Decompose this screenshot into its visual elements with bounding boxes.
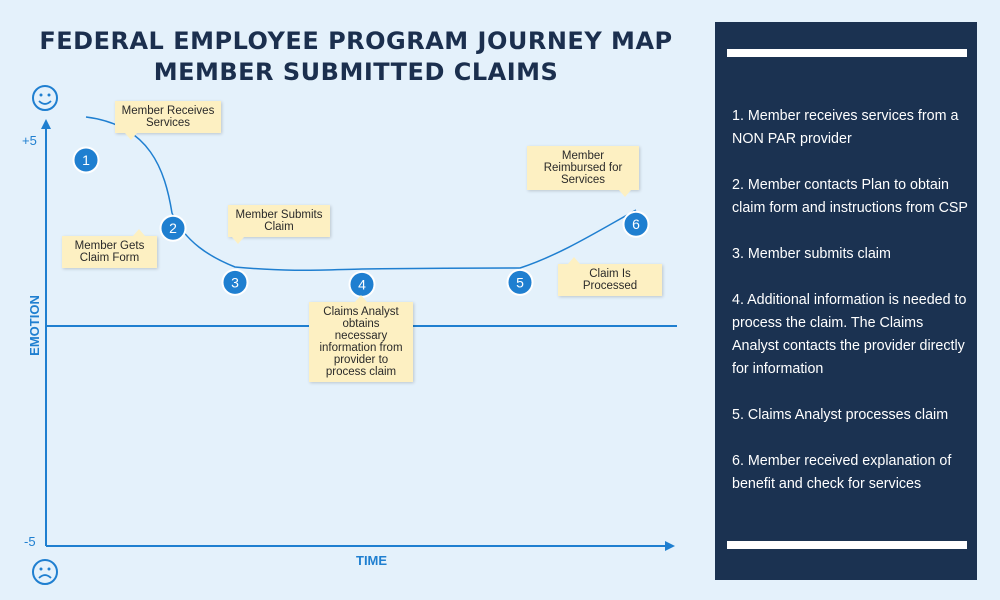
journey-node-2: 2 [159,214,187,242]
journey-node-1: 1 [72,146,100,174]
happy-face-icon [32,85,58,111]
step-6: 6. Member received explanation of benefi… [732,453,952,492]
node-number: 1 [82,152,90,168]
note-tail [125,133,137,140]
note-label: Member Receives Services [121,105,215,129]
node-circle [506,268,534,296]
step-1: 1. Member receives services from a NON P… [732,108,959,147]
note-label: Claim Is Processed [582,268,638,292]
y-min-label: -5 [24,534,36,549]
node-number: 5 [516,274,524,290]
note-tail [232,237,244,244]
title-line-1: FEDERAL EMPLOYEE PROGRAM JOURNEY MAP [39,27,673,55]
step-4: 4. Additional information is needed to p… [732,292,967,377]
node-number: 4 [358,276,366,292]
node-circle [622,210,650,238]
step-2: 2. Member contacts Plan to obtain claim … [732,177,968,216]
journey-map-diagram: 1 2 3 4 5 6 [32,85,677,585]
node-number: 3 [231,274,239,290]
note-label: Member Gets Claim Form [74,240,145,264]
title-line-2: MEMBER SUBMITTED CLAIMS [153,58,559,86]
step-3: 3. Member submits claim [732,246,891,262]
node-circle [72,146,100,174]
note-tail [133,229,145,236]
note-member-receives-services: Member Receives Services [115,101,221,140]
note-label: Member Submits Claim [235,209,323,233]
step-5: 5. Claims Analyst processes claim [732,407,949,423]
panel-bottom-bar [727,541,967,549]
journey-curve [85,116,637,271]
node-number: 6 [632,216,640,232]
node-circle [159,214,187,242]
note-tail [619,190,631,197]
note-tail [568,257,580,264]
steps-list: 1. Member receives services from a NON P… [732,105,968,519]
node-circle [221,268,249,296]
y-max-label: +5 [22,133,37,148]
sad-face-icon [32,559,58,585]
node-layer: 1 2 3 4 5 6 [72,146,650,298]
note-member-gets-claim-form: Member Gets Claim Form [62,229,157,268]
x-axis-label: TIME [356,553,388,568]
node-number: 2 [169,220,177,236]
panel-top-bar [727,49,967,57]
note-tail [355,295,367,302]
note-member-reimbursed: Member Reimbursed for Services [527,146,639,197]
journey-node-5: 5 [506,268,534,296]
note-label: Member Reimbursed for Services [543,150,623,186]
note-claim-is-processed: Claim Is Processed [558,257,662,296]
note-label: Claims Analyst obtains necessary informa… [319,306,403,378]
note-member-submits-claim: Member Submits Claim [228,205,330,244]
journey-node-4: 4 [348,270,376,298]
page-title: FEDERAL EMPLOYEE PROGRAM JOURNEY MAP MEM… [18,26,694,88]
steps-panel: 1. Member receives services from a NON P… [715,22,977,580]
y-axis-label: EMOTION [26,295,42,356]
journey-node-3: 3 [221,268,249,296]
journey-node-6: 6 [622,210,650,238]
note-claims-analyst: Claims Analyst obtains necessary informa… [309,295,413,382]
